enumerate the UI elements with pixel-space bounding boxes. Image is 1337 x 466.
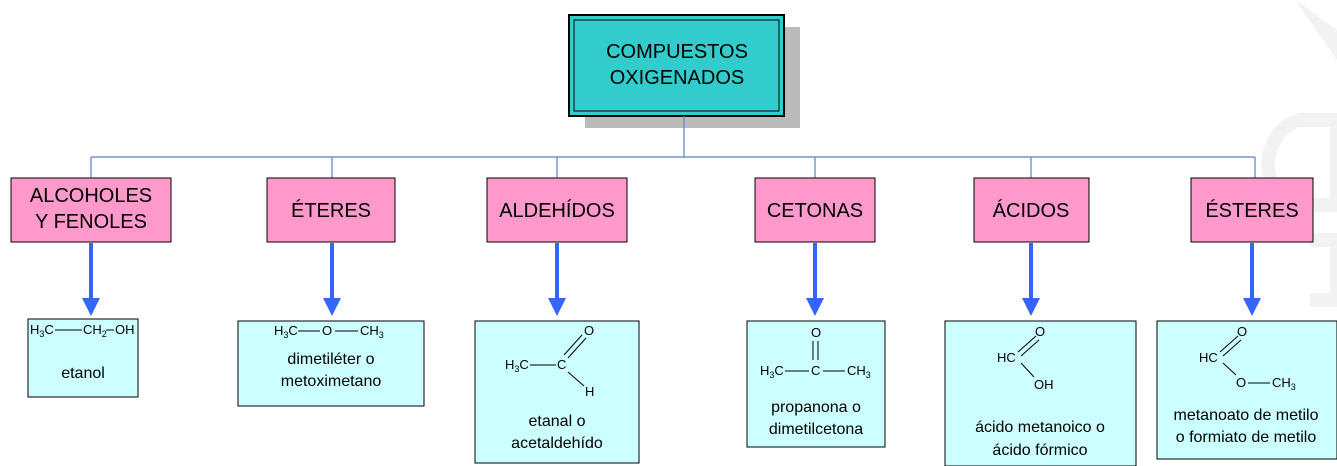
category-box: [1190, 177, 1314, 243]
arrows: [82, 243, 1261, 316]
structural-formula: O H3C C CH3: [760, 325, 871, 380]
atom-c: C: [557, 357, 566, 372]
arrowhead-eteres: [323, 298, 341, 316]
category-box: [973, 177, 1090, 243]
arrowhead-alcoholes: [82, 298, 100, 316]
atom-o: O: [584, 323, 594, 338]
atom-o: O: [1237, 324, 1247, 339]
category-label: CETONAS: [767, 200, 863, 222]
compound-name-line2: ácido fórmico: [992, 442, 1087, 459]
category-label-line1: ALCOHOLES: [30, 185, 152, 207]
compound-name-line2: acetaldehído: [511, 435, 603, 452]
compound-name-line1: ácido metanoico o: [975, 419, 1105, 436]
example-box: [1156, 320, 1337, 460]
compound-name: etanol: [61, 365, 105, 382]
root-title-line2: OXIGENADOS: [610, 67, 744, 89]
arrowhead-aldehidos: [548, 298, 566, 316]
root-inner-border: [573, 19, 780, 112]
atom-c: C: [811, 363, 820, 378]
example-box: [746, 320, 886, 448]
double-bond: [567, 337, 587, 359]
arrowhead-esteres: [1243, 298, 1261, 316]
double-bond: [563, 334, 583, 356]
atom-ch3: CH3: [1272, 375, 1296, 392]
structural-formula: H3C CH2 OH: [30, 322, 135, 339]
structural-formula: H3C O CH3: [274, 323, 384, 340]
double-bond: [1020, 339, 1040, 357]
example-box: [237, 320, 425, 407]
root-node: COMPUESTOS OXIGENADOS: [568, 14, 800, 128]
atom-h3c: H3C: [760, 363, 784, 380]
arrowhead-cetonas: [806, 298, 824, 316]
connectors: [90, 116, 1256, 178]
atom-o: O: [322, 323, 332, 338]
atom-hc: HC: [1199, 350, 1218, 365]
category-label: ÉTERES: [291, 199, 371, 222]
atom-oh: OH: [115, 322, 135, 337]
atom-ch2: CH2: [83, 322, 107, 339]
category-aldehidos: ALDEHÍDOS: [486, 177, 628, 243]
bond: [1020, 362, 1035, 378]
atom-o2: O: [1236, 375, 1246, 390]
category-alcoholes: ALCOHOLES Y FENOLES: [10, 177, 172, 243]
example-box: [27, 318, 139, 398]
category-esteres: ÉSTERES: [1190, 177, 1314, 243]
arrowhead-acidos: [1022, 298, 1040, 316]
atom-ch3: CH3: [360, 323, 384, 340]
atom-ch3: CH3: [847, 363, 871, 380]
double-bond: [1219, 335, 1239, 353]
atom-hc: HC: [997, 350, 1016, 365]
example-box: [474, 320, 640, 464]
double-bond: [1017, 335, 1037, 353]
structural-formula: O HC OH: [997, 324, 1054, 392]
atom-h3c: H3C: [274, 323, 298, 340]
bond: [1222, 362, 1237, 376]
example-esteres: O HC O CH3 metanoato de metilo o formiat…: [1156, 320, 1337, 460]
category-label-line2: Y FENOLES: [35, 211, 147, 233]
atom-h3c: H3C: [30, 322, 54, 339]
compound-name-line2: dimetilcetona: [769, 421, 863, 438]
atom-h: H: [585, 384, 594, 399]
example-eteres: H3C O CH3 dimetiléter o metoximetano: [237, 320, 425, 407]
example-alcoholes: H3C CH2 OH etanol: [27, 318, 139, 398]
example-acidos: O HC OH ácido metanoico o ácido fórmico: [944, 320, 1137, 466]
category-label: ÁCIDOS: [993, 199, 1070, 222]
compound-name-line1: dimetiléter o: [287, 351, 374, 368]
atom-o: O: [1035, 324, 1045, 339]
category-cetonas: CETONAS: [754, 177, 876, 243]
compound-name-line1: etanal o: [529, 413, 586, 430]
category-box: [754, 177, 876, 243]
category-box: [10, 177, 172, 243]
atom-oh: OH: [1034, 377, 1054, 392]
bond: [567, 371, 585, 387]
double-bond: [1222, 339, 1242, 357]
structural-formula: O HC O CH3: [1199, 324, 1296, 392]
example-aldehidos: H3C C O H etanal o acetaldehído: [474, 320, 640, 464]
compound-name-line2: o formiato de metilo: [1176, 429, 1317, 446]
compound-name-line1: metanoato de metilo: [1174, 407, 1319, 424]
category-label: ÉSTERES: [1205, 199, 1298, 222]
root-title-line1: COMPUESTOS: [606, 41, 748, 63]
compound-name-line2: metoximetano: [281, 373, 382, 390]
example-cetonas: O H3C C CH3 propanona o dimetilcetona: [746, 320, 886, 448]
atom-o: O: [811, 325, 821, 340]
category-box: [266, 177, 396, 243]
compound-name-line1: propanona o: [771, 399, 861, 416]
atom-h3c: H3C: [505, 357, 529, 374]
category-box: [486, 177, 628, 243]
root-box: [568, 14, 785, 117]
example-box: [944, 320, 1137, 466]
category-acidos: ÁCIDOS: [973, 177, 1090, 243]
category-label: ALDEHÍDOS: [499, 199, 615, 222]
structural-formula: H3C C O H: [505, 323, 594, 399]
category-eteres: ÉTERES: [266, 177, 396, 243]
